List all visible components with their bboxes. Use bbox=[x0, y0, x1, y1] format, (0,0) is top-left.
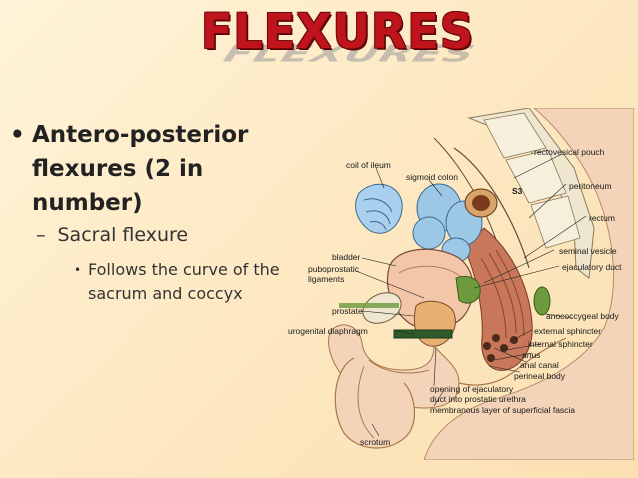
bullet-marker-small: • bbox=[74, 258, 81, 282]
label-prostate: prostate bbox=[332, 306, 363, 316]
bullet-marker: • bbox=[10, 118, 25, 152]
label-internal-sphincter: internal sphincter bbox=[528, 339, 593, 349]
bullet-level2-text: Sacral flexure bbox=[58, 224, 189, 246]
label-bladder: bladder bbox=[332, 252, 360, 262]
anatomy-diagram: coil of ileum sigmoid colon rectovesical… bbox=[284, 108, 634, 460]
label-s3: S3 bbox=[512, 186, 522, 196]
bullet-level3-text: Follows the curve of the sacrum and cocc… bbox=[88, 258, 288, 306]
label-membranous-layer: membranous layer of superficial fascia bbox=[430, 405, 575, 415]
bullet-level2: –Sacral flexure bbox=[36, 224, 188, 246]
label-external-sphincter: external sphincter bbox=[534, 326, 601, 336]
label-seminal-vesicle: seminal vesicle bbox=[559, 246, 617, 256]
label-coil-of-ileum: coil of ileum bbox=[346, 160, 391, 170]
label-sigmoid-colon: sigmoid colon bbox=[406, 172, 458, 182]
label-perineal-body: perineal body bbox=[514, 371, 565, 381]
label-opening-of-ejaculatory-duct: opening of ejaculatory duct into prostat… bbox=[430, 384, 526, 404]
label-anal-canal: anal canal bbox=[520, 360, 559, 370]
bullet-level1-text: Antero-posterior flexures (2 in number) bbox=[32, 118, 277, 220]
title-text: FLEXURES bbox=[201, 3, 474, 60]
label-puboprostatic-ligaments: puboprostatic ligaments bbox=[308, 264, 359, 284]
label-urogenital-diaphragm: urogenital diaphragm bbox=[288, 326, 368, 336]
label-scrotum: scrotum bbox=[360, 437, 390, 447]
label-rectum: rectum bbox=[589, 213, 615, 223]
label-anus: anus bbox=[522, 350, 540, 360]
slide-title: FLEXURES FLEXURES bbox=[195, 0, 465, 70]
label-rectovesical-pouch: rectovesical pouch bbox=[534, 147, 604, 157]
label-peritoneum: peritoneum bbox=[569, 181, 612, 191]
dash-marker: – bbox=[36, 224, 46, 246]
label-ejaculatory-duct: ejaculatory duct bbox=[562, 262, 622, 272]
label-anococcygeal-body: anococcygeal body bbox=[546, 311, 619, 321]
